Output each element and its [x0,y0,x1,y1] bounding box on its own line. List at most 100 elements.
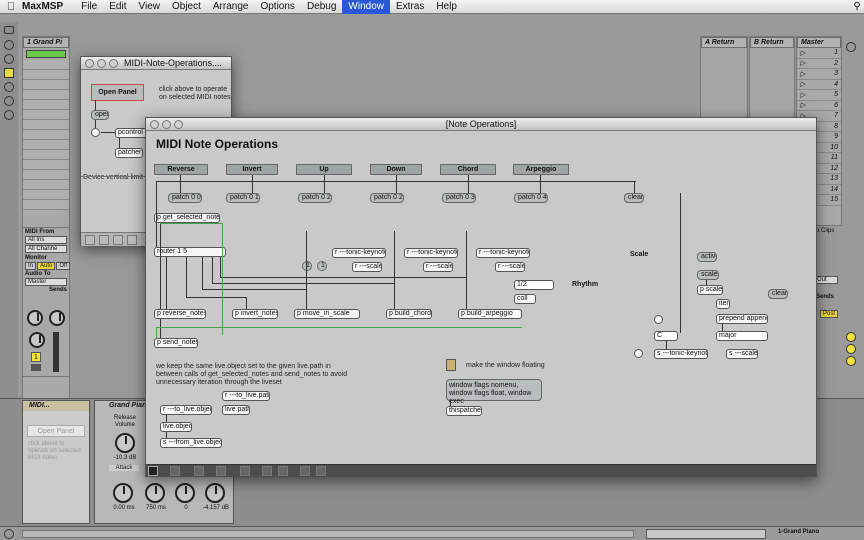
window-flags-message[interactable]: window flags nomenu, window flags float,… [446,379,542,405]
apple-icon[interactable]:  [0,1,22,13]
record-icon[interactable] [4,96,14,106]
master-scene-7[interactable]: ▷7 [797,111,841,122]
add-icon[interactable] [194,466,204,476]
master-out-select[interactable]: Out [816,276,838,284]
scene-launch-icon[interactable]: ▷ [800,91,806,99]
chord-button[interactable]: Chord [440,164,496,175]
scene-launch-icon[interactable]: ▷ [800,102,806,110]
patch-msg-reverse[interactable]: patch 0 0 [168,193,202,203]
rhythm-menu[interactable]: 1/2 [514,280,554,290]
menu-window[interactable]: Window [342,0,390,14]
close-button[interactable] [85,59,94,68]
live-object-object[interactable]: live.object [160,422,192,432]
app-menu[interactable]: MaxMSP [22,1,64,12]
master-scene-5[interactable]: ▷5 [797,90,841,101]
send-b-knob[interactable] [49,310,65,326]
loadbang-icon[interactable] [446,359,456,371]
b-return-header[interactable]: B Return [750,37,794,48]
menu-edit[interactable]: Edit [109,0,127,12]
send-notes-subpatch[interactable]: p send_notes [154,338,198,348]
midi-from-select[interactable]: All Ins [25,236,67,244]
master-header[interactable]: Master [797,37,841,48]
inspector-icon[interactable] [240,466,250,476]
warning-icon[interactable] [113,235,123,245]
menu-file[interactable]: File [81,0,98,12]
send-a-knob[interactable] [27,310,43,326]
invert-button[interactable]: Invert [226,164,278,175]
scene-launch-icon[interactable]: ▷ [800,112,805,120]
tonic-receive-2[interactable]: r ---tonic-keynote [404,248,458,258]
scales-subpatch[interactable]: p scales [697,285,723,295]
menu-object[interactable]: Object [171,0,201,12]
main-window-titlebar[interactable]: [Note Operations] [146,118,816,131]
thispatcher-object[interactable]: thispatcher [446,406,482,416]
patch-msg-invert[interactable]: patch 0 1 [226,193,260,203]
disk-icon[interactable] [4,40,14,50]
horizontal-scrollbar[interactable] [22,530,634,538]
patch-msg-down[interactable]: patch 0 2 [370,193,404,203]
track-1-header[interactable]: 1 Grand Pi [23,37,69,48]
audio-to-select[interactable]: Master [25,278,67,286]
master-scene-3[interactable]: ▷3 [797,69,841,80]
patcher-object[interactable]: patcher [115,148,143,158]
arpeggio-button[interactable]: Arpeggio [513,164,569,175]
key-menu[interactable]: C [654,331,678,341]
spotlight-icon[interactable]: ⚲ [853,0,861,12]
device-icon[interactable] [4,82,14,92]
lock-icon[interactable] [85,235,95,245]
scene-launch-icon[interactable]: ▷ [800,60,806,68]
menu-extras[interactable]: Extras [395,0,425,12]
patch-msg-up[interactable]: patch 0 2 [298,193,332,203]
move-in-scale-subpatch[interactable]: p move_in_scale [294,309,360,319]
decay-knob[interactable] [145,483,165,503]
copy-icon[interactable] [278,466,288,476]
open-panel-button[interactable]: Open Panel [91,84,144,101]
device-title[interactable]: MIDI... [23,401,89,411]
pan-knob[interactable] [29,332,45,348]
minimize-button[interactable] [162,120,171,129]
pcontrol-object[interactable]: pcontrol [115,128,147,138]
master-scene-1[interactable]: ▷1 [797,48,841,59]
new-object-icon[interactable] [170,466,180,476]
menu-help[interactable]: Help [436,0,457,12]
grid-icon[interactable] [316,466,326,476]
track-activator[interactable]: 1 [31,352,41,362]
invert-notes-subpatch[interactable]: p invert_notes [232,309,278,319]
down-button[interactable]: Down [370,164,422,175]
align-icon[interactable] [300,466,310,476]
router-object[interactable]: router 1 5 [154,247,226,257]
tonic-receive-1[interactable]: r ---tonic-keynote [332,248,386,258]
play-icon[interactable] [4,529,14,539]
mixer-toggle-icon[interactable] [846,356,856,366]
io-toggle-icon[interactable] [846,332,856,342]
clear-message[interactable]: clear [624,193,644,203]
master-scene-2[interactable]: ▷2 [797,59,841,69]
master-scene-4[interactable]: ▷4 [797,80,841,90]
sends-toggle-icon[interactable] [846,344,856,354]
solo-button[interactable] [31,364,41,371]
post-button[interactable]: Post [820,310,839,318]
prepend-append-object[interactable]: prepend append [716,314,768,324]
sustain-knob[interactable] [175,483,195,503]
build-arpeggio-subpatch[interactable]: p build_arpeggio [458,309,522,319]
iter-object[interactable]: iter [716,299,730,309]
scale-receive-1[interactable]: r ---scale [352,262,382,272]
plugin-icon[interactable] [4,68,14,78]
zoom-button[interactable] [174,120,183,129]
monitor-off-button[interactable]: Off [56,262,71,270]
live-path-receive[interactable]: r ---to_live.path [222,391,270,401]
menu-arrange[interactable]: Arrange [212,0,249,12]
device-open-panel-button[interactable]: Open Panel [27,425,85,437]
folder-icon[interactable] [4,54,14,64]
presentation-icon[interactable] [99,235,109,245]
live-path-object[interactable]: live.path [222,405,250,415]
volume-fader[interactable] [53,332,59,372]
scale-receive-2[interactable]: r ---scale [423,262,453,272]
lock-icon[interactable] [148,466,158,476]
scale-receive-3[interactable]: r ---scale [495,262,525,272]
grid-icon[interactable] [127,235,137,245]
tonic-send-object[interactable]: s ---tonic-keynote [654,349,708,359]
mode-menu[interactable]: major [716,331,768,341]
small-window-titlebar[interactable]: MIDI-Note-Operations.... [81,57,231,70]
groove-icon[interactable] [4,110,14,120]
